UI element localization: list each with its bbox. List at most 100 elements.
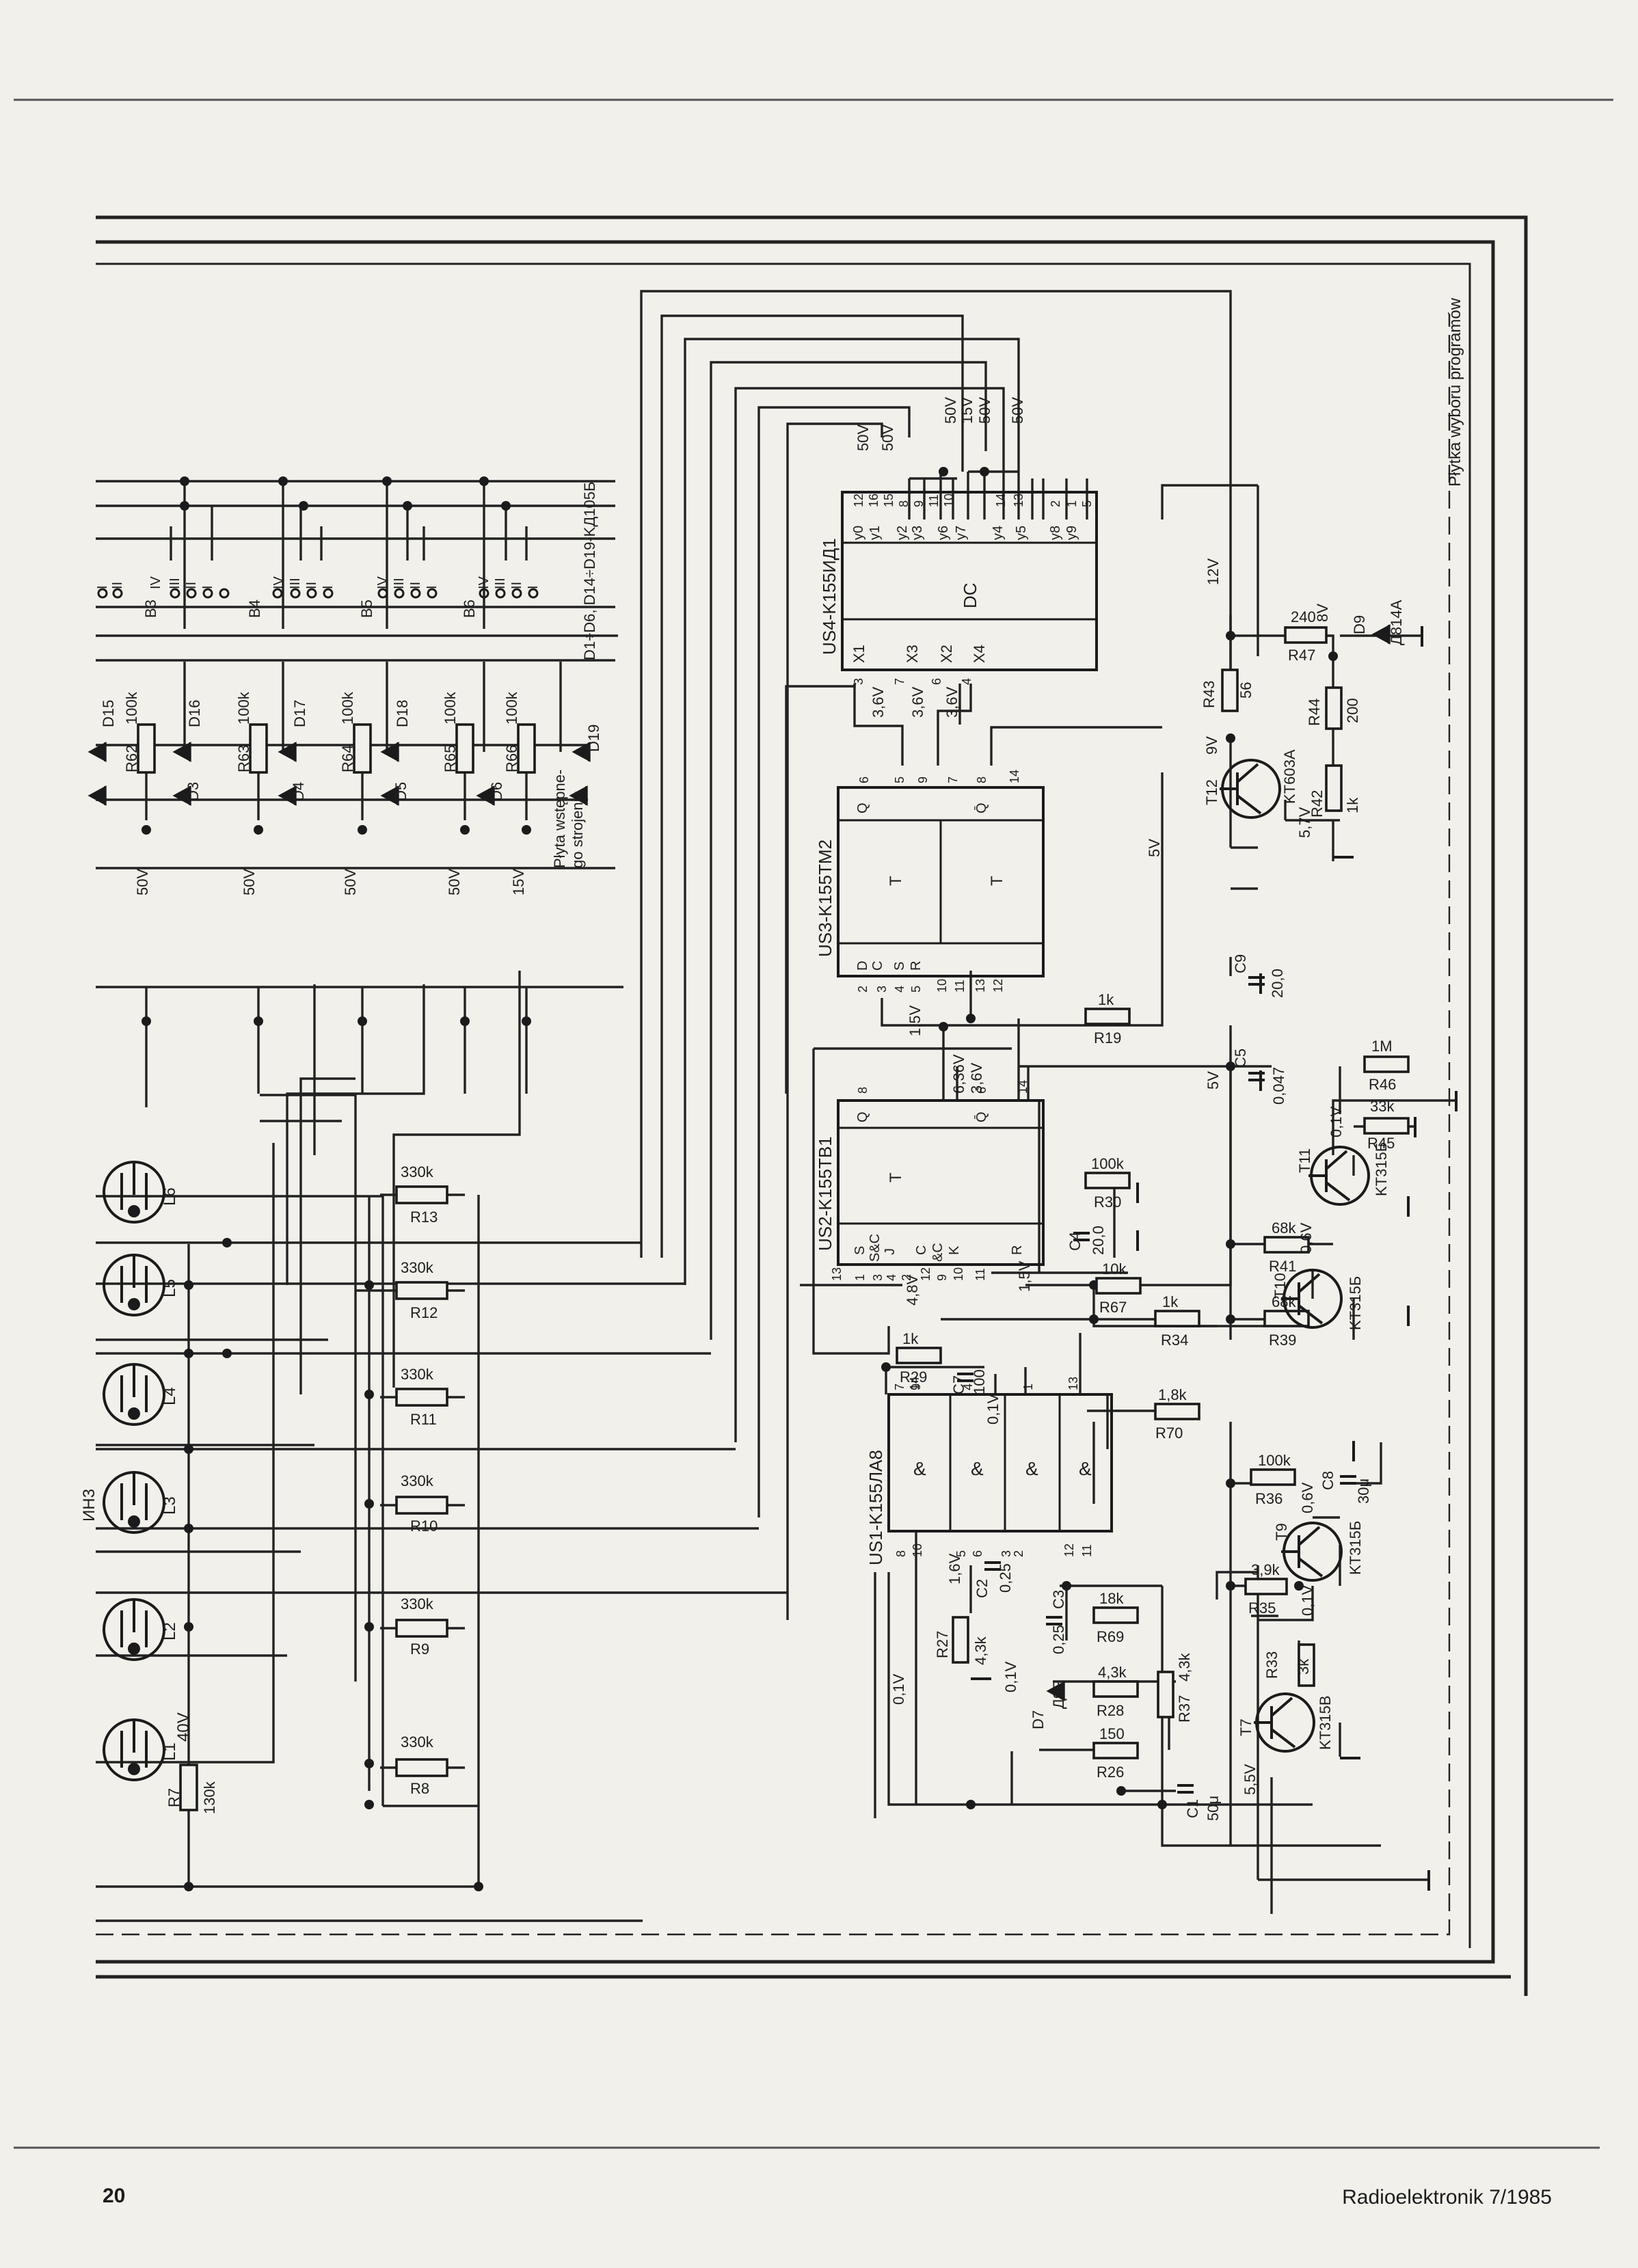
- transistor-t10: [1281, 1269, 1343, 1329]
- svg-text:14: 14: [1016, 1080, 1030, 1094]
- power-bus-1: [96, 215, 1528, 1996]
- us2-voltage-a: 4,8V: [904, 1274, 921, 1306]
- c4-ref: C4: [1066, 1232, 1084, 1251]
- us4-out-6: y4: [991, 526, 1006, 540]
- c1-value: 50μ: [1205, 1796, 1222, 1821]
- junctions: [142, 467, 1338, 1891]
- svg-text:15: 15: [882, 494, 896, 507]
- svg-text:5: 5: [954, 1550, 968, 1557]
- t11-bias: 0,1V: [1328, 1106, 1345, 1137]
- svg-text:11: 11: [953, 980, 967, 993]
- svg-text:7: 7: [946, 777, 960, 783]
- r70-ref: R70: [1155, 1425, 1183, 1442]
- svg-text:S: S: [852, 1246, 868, 1255]
- voltage-5-7v: 5,7V: [1296, 807, 1313, 838]
- bus-voltage-5: 15V: [510, 869, 527, 895]
- svg-text:2: 2: [1049, 500, 1062, 507]
- magazine-credit: Radioelektronik 7/1985: [1342, 2186, 1552, 2209]
- r35-ref: R35: [1248, 1599, 1276, 1617]
- r8-value: 330k: [401, 1733, 434, 1751]
- svg-text:R: R: [909, 961, 924, 971]
- svg-text:4: 4: [885, 1274, 898, 1281]
- us4-voltage-2: 15V: [958, 397, 976, 424]
- lamp-l2-ref: L2: [161, 1622, 179, 1641]
- c5-value: 0,047: [1270, 1067, 1287, 1105]
- us1-pins: 8 7 14 13 1 2 5 6 3 4 10 9 12 11: [893, 1377, 1094, 1557]
- us4-out-7: y5: [1014, 526, 1029, 540]
- svg-text:11: 11: [1080, 1544, 1094, 1557]
- us4-out-4: y6: [936, 526, 951, 540]
- svg-text:8: 8: [975, 777, 989, 783]
- t7-type: KT315B: [1317, 1696, 1334, 1751]
- r42-ref: R42: [1308, 790, 1326, 818]
- r34-value: 1k: [1162, 1293, 1179, 1310]
- power-bus-2: [96, 240, 1495, 1964]
- transistor-t12: [1220, 759, 1281, 819]
- c4-value: 20,0: [1090, 1226, 1107, 1255]
- r12-ref: R12: [410, 1304, 438, 1321]
- c3-value: 0,25: [1050, 1625, 1067, 1654]
- svg-text:2: 2: [856, 986, 870, 993]
- r29-value: 1k: [902, 1330, 919, 1347]
- switch-left-pos-1: I: [95, 585, 110, 589]
- us4-out-5: y7: [954, 526, 969, 540]
- r64-label: R64: [339, 745, 356, 772]
- us4-out-1: y1: [868, 526, 883, 540]
- bus-voltage-4: 50V: [446, 869, 463, 895]
- svg-text:Q: Q: [855, 802, 870, 813]
- r36-value: 100k: [1258, 1452, 1291, 1469]
- r7-ref: R7: [165, 1788, 183, 1807]
- lamp-l1-ref: L1: [161, 1742, 179, 1761]
- r26-value: 150: [1099, 1725, 1125, 1742]
- us3-pins: 6 5 9 7 8 14 2 3 4 5 10 11 13 12: [856, 770, 1021, 993]
- us2-voltage-b: 1,5V: [1016, 1260, 1033, 1292]
- svg-text:Q̄: Q̄: [974, 1111, 989, 1122]
- capacitor-labels: C1 50μ C2 0,25 C3 0,25 C4 20,0 C5 0,047 …: [950, 954, 1372, 1821]
- r44-value: 200: [1344, 698, 1361, 723]
- svg-text:C: C: [914, 1245, 929, 1255]
- t9-type: KT315Б: [1347, 1521, 1364, 1575]
- t9-collector-voltage: 0,1V: [1299, 1584, 1316, 1616]
- lamp-l5-ref: L5: [161, 1279, 179, 1297]
- transistor-t7: [1254, 1692, 1315, 1753]
- svg-text:Q: Q: [855, 1111, 870, 1122]
- svg-text:16: 16: [867, 494, 881, 507]
- svg-text:2: 2: [1012, 1550, 1025, 1557]
- c8-ref: C8: [1319, 1471, 1337, 1490]
- r30-ref: R30: [1094, 1193, 1121, 1211]
- svg-text:13: 13: [830, 1267, 844, 1281]
- us3-input-voltage-3: 3,6V: [943, 686, 961, 718]
- r67-value: 10k: [1102, 1260, 1127, 1278]
- page-number: 20: [103, 2185, 126, 2207]
- ic-us2-ref: US2-K155TB1: [815, 1136, 835, 1251]
- r13-ref: R13: [410, 1209, 438, 1226]
- t10-ref: T10: [1272, 1273, 1289, 1299]
- c1-ref: C1: [1184, 1799, 1201, 1818]
- us4-out-2: y2: [895, 526, 910, 540]
- c8-value: 30μ: [1355, 1479, 1372, 1504]
- svg-text:&: &: [1025, 1458, 1038, 1479]
- r29-ref: R29: [900, 1368, 927, 1386]
- lamp-labels: L6 L5 L4 L3 ИН3 L2 L1 40V: [80, 1187, 193, 1761]
- svg-text:C: C: [870, 961, 885, 971]
- d17-ref: D17: [291, 700, 308, 727]
- us1-voltage-b: 0,1V: [984, 1393, 1002, 1425]
- us4-out-9: y9: [1064, 526, 1079, 540]
- us4-top-voltage-1: 50V: [855, 424, 872, 451]
- bus-voltage-2: 50V: [241, 869, 258, 895]
- transistor-t11: [1308, 1146, 1370, 1206]
- power-bus-3: [96, 262, 1471, 1948]
- d18-ref: D18: [394, 700, 411, 727]
- svg-text:IV: IV: [375, 576, 390, 589]
- r41-value: 68k: [1272, 1219, 1296, 1237]
- c9-ref: C9: [1232, 954, 1249, 973]
- r64-value: 100k: [339, 691, 356, 725]
- r19-value: 1k: [1098, 991, 1114, 1008]
- r67-ref: R67: [1099, 1299, 1127, 1316]
- program-board-title: Płytka wyboru programów: [1446, 297, 1464, 487]
- svg-text:5: 5: [1080, 500, 1094, 507]
- lamp-supply-voltage: 40V: [174, 1712, 193, 1742]
- r46-ref: R46: [1369, 1076, 1396, 1093]
- r37-ref: R37: [1176, 1695, 1193, 1723]
